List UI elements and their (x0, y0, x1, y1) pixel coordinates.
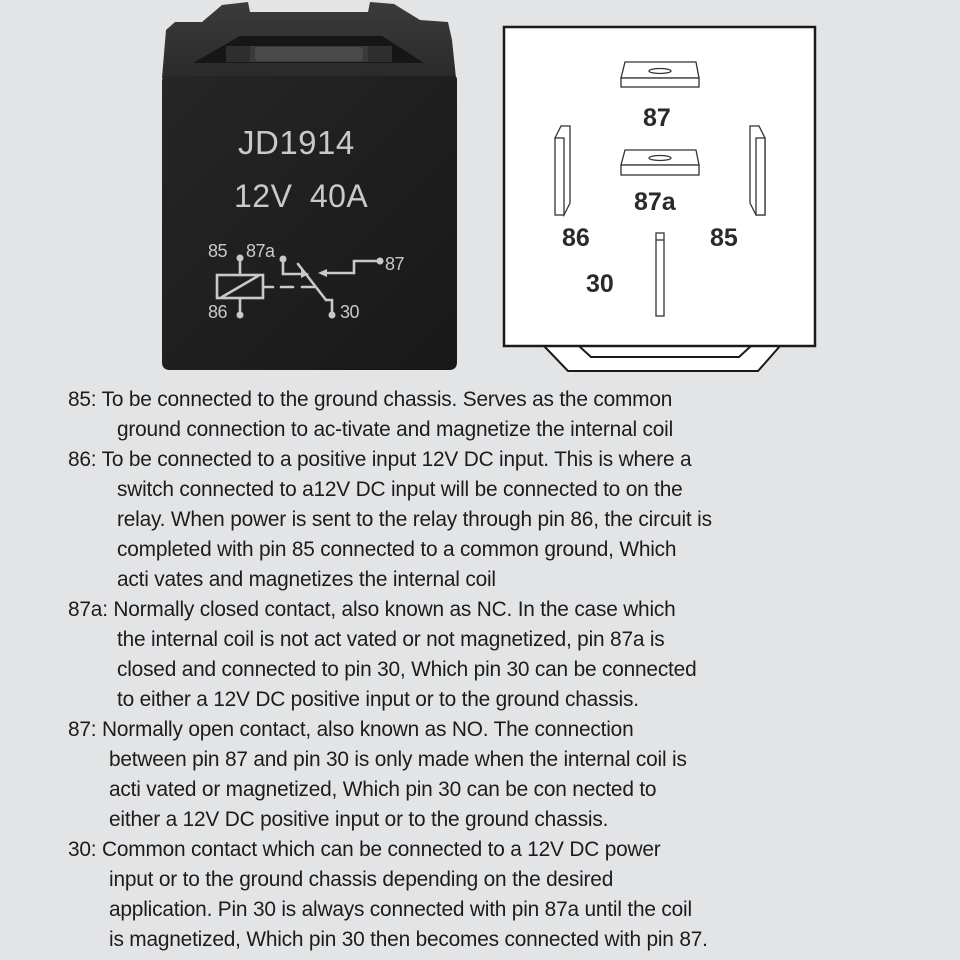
description-line: ground connection to ac-tivate and magne… (117, 417, 674, 441)
description-line: relay. When power is sent to the relay t… (117, 507, 712, 531)
description-line: switch connected to a12V DC input will b… (117, 477, 683, 501)
description-line: input or to the ground chassis depending… (109, 867, 614, 891)
pin-label-85: 85 (710, 224, 738, 252)
schematic-label-30: 30 (340, 302, 360, 322)
description-line: either a 12V DC positive input or to the… (109, 807, 609, 831)
pinout-outline-graphic (502, 25, 817, 372)
description-line: 87a: Normally closed contact, also known… (68, 597, 676, 621)
schematic-label-86: 86 (208, 302, 228, 322)
description-line: 30: Common contact which can be connecte… (68, 837, 661, 861)
pinout-diagram: 87 87a 86 85 30 (495, 20, 825, 380)
description-line: to either a 12V DC positive input or to … (117, 687, 639, 711)
pin-label-30: 30 (586, 270, 614, 298)
description-line: closed and connected to pin 30, Which pi… (117, 657, 697, 681)
description-line: 87: Normally open contact, also known as… (68, 717, 634, 741)
description-line: application. Pin 30 is always connected … (109, 897, 692, 921)
relay-body-graphic (162, 2, 457, 370)
relay-photo: JD1914 12V 40A 85 87a 87 86 30 (150, 0, 470, 380)
description-line: acti vated or magnetized, Which pin 30 c… (109, 777, 657, 801)
description-line: completed with pin 85 connected to a com… (117, 537, 677, 561)
relay-rating: 12V 40A (234, 178, 369, 214)
schematic-label-85: 85 (208, 241, 228, 261)
schematic-label-87: 87 (385, 254, 405, 274)
description-line: acti vates and magnetizes the internal c… (117, 567, 496, 591)
description-line: between pin 87 and pin 30 is only made w… (109, 747, 687, 771)
description-line: 86: To be connected to a positive input … (68, 447, 692, 471)
pin-label-86: 86 (562, 224, 590, 252)
pin-label-87: 87 (643, 104, 671, 132)
pin-label-87a: 87a (634, 188, 676, 216)
description-line: is magnetized, Which pin 30 then becomes… (109, 927, 708, 951)
relay-model-number: JD1914 (238, 124, 355, 161)
description-line: 85: To be connected to the ground chassi… (68, 387, 673, 411)
schematic-label-87a: 87a (246, 241, 275, 261)
description-line: the internal coil is not act vated or no… (117, 627, 665, 651)
